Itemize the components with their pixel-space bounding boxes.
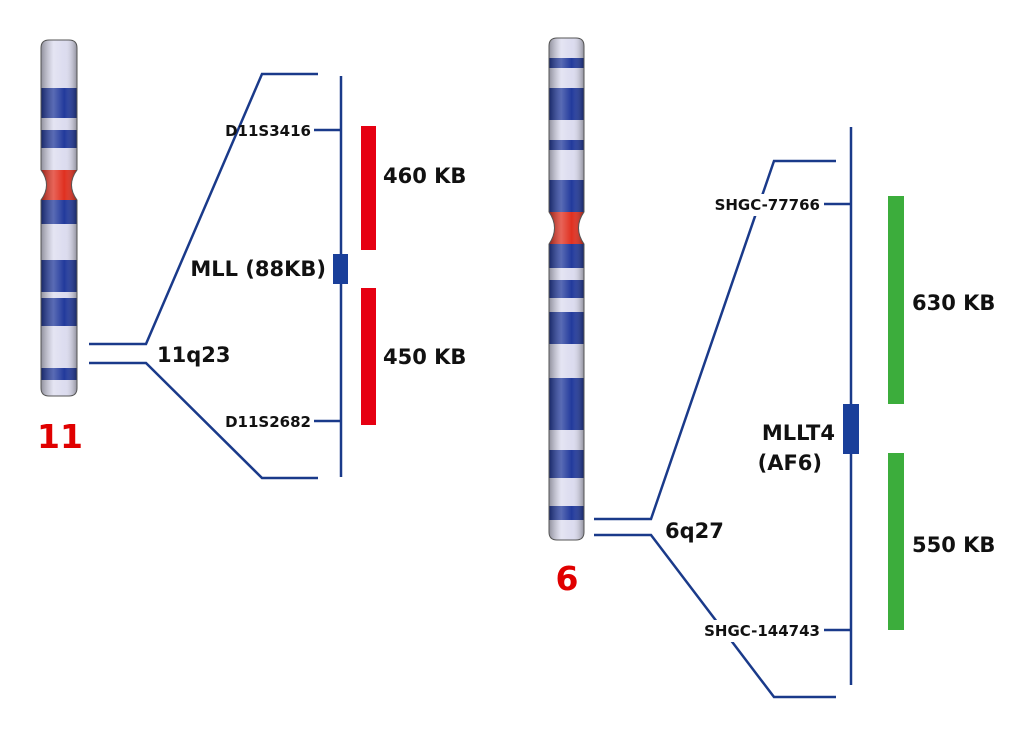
segment-460kb-label: 460 KB: [383, 164, 466, 188]
marker-d11s3416-label: D11S3416: [225, 122, 311, 140]
marker-shgc-77766-label: SHGC-77766: [715, 196, 820, 214]
segment-630kb: [888, 196, 904, 404]
chromosome-6-ideogram: [549, 38, 584, 540]
mllt4-gene-box: [843, 404, 859, 454]
chromosome-6-label: 6: [556, 559, 579, 598]
marker-shgc-144743-label: SHGC-144743: [704, 622, 820, 640]
marker-d11s2682-label: D11S2682: [225, 413, 311, 431]
band-11q23-label: 11q23: [157, 343, 230, 367]
band-6q27-label: 6q27: [665, 519, 724, 543]
segment-450kb: [361, 288, 376, 425]
mll-gene-label: MLL (88KB): [190, 257, 326, 281]
af6-gene-label: (AF6): [758, 451, 822, 475]
segment-550kb-label: 550 KB: [912, 533, 995, 557]
segment-450kb-label: 450 KB: [383, 345, 466, 369]
chromosome-11-ideogram: [41, 40, 77, 396]
segment-630kb-label: 630 KB: [912, 291, 995, 315]
mllt4-gene-label: MLLT4: [762, 421, 835, 445]
segment-550kb: [888, 453, 904, 630]
mll-gene-box: [333, 254, 348, 284]
chromosome-11-label: 11: [37, 417, 83, 456]
segment-460kb: [361, 126, 376, 250]
